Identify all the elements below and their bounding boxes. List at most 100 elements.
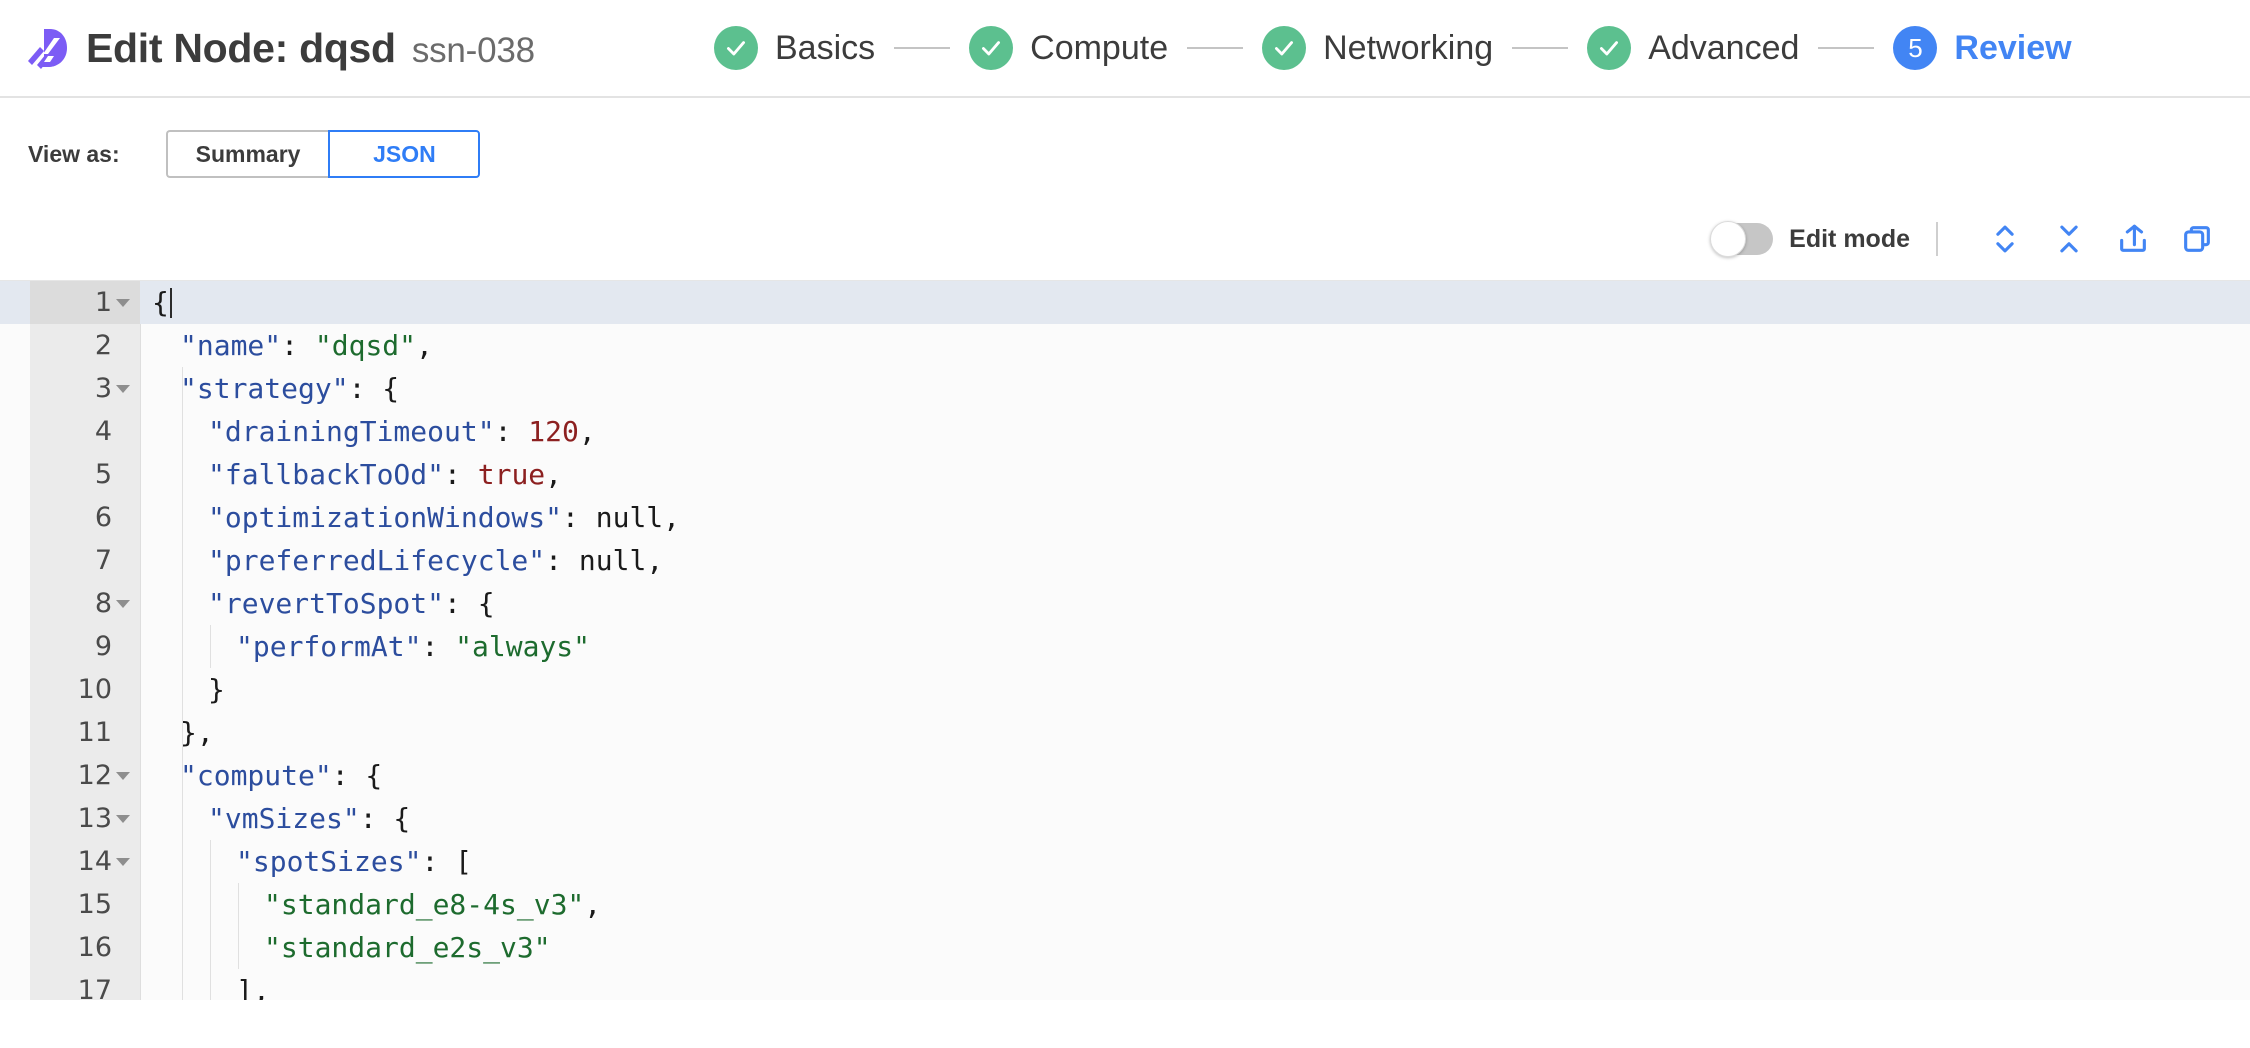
collapse-all-icon[interactable]: [2042, 217, 2096, 261]
code-line[interactable]: 7 "preferredLifecycle": null,: [0, 539, 2250, 582]
line-number-cell: 12: [30, 754, 140, 797]
step-compute-badge: [969, 26, 1014, 70]
token-key: "performAt": [236, 629, 422, 663]
step-connector: [894, 47, 951, 49]
code-line[interactable]: 8"revertToSpot": {: [0, 582, 2250, 625]
edit-mode-toggle[interactable]: [1710, 221, 1774, 257]
code-line[interactable]: 4"drainingTimeout": 120,: [0, 410, 2250, 453]
page-title: Edit Node: dqsd: [86, 24, 396, 71]
token-punct: ],: [236, 973, 270, 1000]
fold-toggle-icon[interactable]: [112, 815, 134, 823]
edit-mode-toggle-knob: [1710, 221, 1747, 257]
token-punct: :: [562, 500, 596, 534]
code-line[interactable]: 12"compute": {: [0, 754, 2250, 797]
token-punct: : [: [421, 844, 473, 878]
json-code-editor[interactable]: 1{2"name": "dqsd",3"strategy": {4"draini…: [0, 280, 2250, 1000]
line-number: 2: [94, 330, 112, 361]
indent-guide: [210, 840, 211, 1000]
token-key: "fallbackToOd": [208, 457, 445, 491]
line-number-cell: 14: [30, 840, 140, 883]
line-number-cell: 4: [30, 410, 140, 453]
step-basics-label: Basics: [775, 28, 876, 67]
code-line[interactable]: 14"spotSizes": [: [0, 840, 2250, 883]
code-line[interactable]: 6"optimizationWindows": null,: [0, 496, 2250, 539]
step-advanced[interactable]: Advanced: [1587, 26, 1799, 70]
step-compute[interactable]: Compute: [969, 26, 1168, 70]
line-number-cell: 11: [30, 711, 140, 754]
code-line-text: "revertToSpot": {: [140, 589, 495, 618]
code-line-text: "optimizationWindows": null,: [140, 500, 680, 534]
code-line[interactable]: 5"fallbackToOd": true,: [0, 453, 2250, 496]
step-review-badge: 5: [1893, 26, 1938, 70]
line-number: 7: [94, 545, 112, 576]
fold-toggle-icon[interactable]: [112, 858, 134, 866]
step-basics[interactable]: Basics: [714, 26, 875, 70]
code-line[interactable]: 13"vmSizes": {: [0, 797, 2250, 840]
indent-guide: [182, 367, 183, 1000]
code-line[interactable]: 15"standard_e8-4s_v3",: [0, 883, 2250, 926]
step-advanced-badge: [1587, 26, 1632, 70]
fold-toggle-icon[interactable]: [112, 772, 134, 780]
token-punct: :: [444, 457, 478, 491]
toolbar-divider: [1936, 222, 1938, 256]
view-as-segmented-control: Summary JSON: [165, 130, 481, 178]
copy-icon[interactable]: [2170, 217, 2224, 261]
line-number-cell: 10: [30, 668, 140, 711]
code-line[interactable]: 3"strategy": {: [0, 367, 2250, 410]
token-key: "optimizationWindows": [208, 500, 563, 534]
view-as-json-button[interactable]: JSON: [328, 130, 481, 178]
token-punct: : {: [359, 801, 411, 835]
fold-toggle-icon[interactable]: [112, 600, 134, 608]
code-line-text: "vmSizes": {: [140, 801, 411, 835]
app-header: Edit Node: dqsd ssn-038 Basics Compute N…: [0, 0, 2250, 98]
line-number: 4: [94, 416, 112, 447]
line-number-gutter: [30, 281, 140, 1000]
expand-all-icon[interactable]: [1978, 217, 2032, 261]
indent-guide: [210, 625, 211, 668]
line-number-cell: 9: [30, 625, 140, 668]
indent-guide: [238, 883, 239, 969]
code-line[interactable]: 16"standard_e2s_v3": [0, 926, 2250, 969]
line-number: 1: [94, 287, 112, 318]
code-line[interactable]: 11},: [0, 711, 2250, 754]
line-number-cell: 1: [30, 281, 140, 324]
code-line[interactable]: 17],: [0, 969, 2250, 1000]
code-lines-container[interactable]: 1{2"name": "dqsd",3"strategy": {4"draini…: [0, 281, 2250, 1000]
fold-toggle-icon[interactable]: [112, 299, 134, 307]
code-line[interactable]: 1{: [0, 281, 2250, 324]
step-networking-label: Networking: [1323, 28, 1494, 67]
line-number-cell: 16: [30, 926, 140, 969]
code-line-text: "performAt": "always": [140, 629, 591, 663]
fold-toggle-icon[interactable]: [112, 385, 134, 393]
step-networking[interactable]: Networking: [1262, 26, 1493, 70]
token-key: "compute": [180, 758, 332, 792]
step-connector: [1187, 47, 1244, 49]
token-str: "standard_e8-4s_v3": [264, 887, 585, 921]
token-str: "always": [455, 629, 591, 663]
code-line-text: },: [140, 718, 214, 747]
step-compute-label: Compute: [1030, 28, 1169, 67]
code-line[interactable]: 9"performAt": "always": [0, 625, 2250, 668]
edit-mode-label: Edit mode: [1789, 224, 1910, 253]
text-cursor: [169, 287, 172, 318]
line-number-cell: 2: [30, 324, 140, 367]
step-connector: [1512, 47, 1569, 49]
line-number: 17: [77, 975, 112, 1000]
code-line[interactable]: 10}: [0, 668, 2250, 711]
line-number: 16: [77, 932, 112, 963]
line-number: 14: [77, 846, 112, 877]
export-icon[interactable]: [2106, 217, 2160, 261]
token-null: null: [578, 543, 647, 577]
editor-toolbar: Edit mode: [0, 202, 2250, 276]
page-title-group: Edit Node: dqsd ssn-038: [86, 25, 535, 72]
view-as-label: View as:: [28, 140, 120, 167]
token-punct: ,: [416, 328, 433, 362]
gutter-border: [140, 281, 141, 1000]
view-as-summary-button[interactable]: Summary: [165, 130, 329, 178]
line-number: 5: [94, 459, 112, 490]
code-line-text: "preferredLifecycle": null,: [140, 543, 663, 577]
token-punct: ,: [545, 457, 563, 491]
step-review[interactable]: 5 Review: [1893, 26, 2072, 70]
code-line[interactable]: 2"name": "dqsd",: [0, 324, 2250, 367]
line-number-cell: 3: [30, 367, 140, 410]
